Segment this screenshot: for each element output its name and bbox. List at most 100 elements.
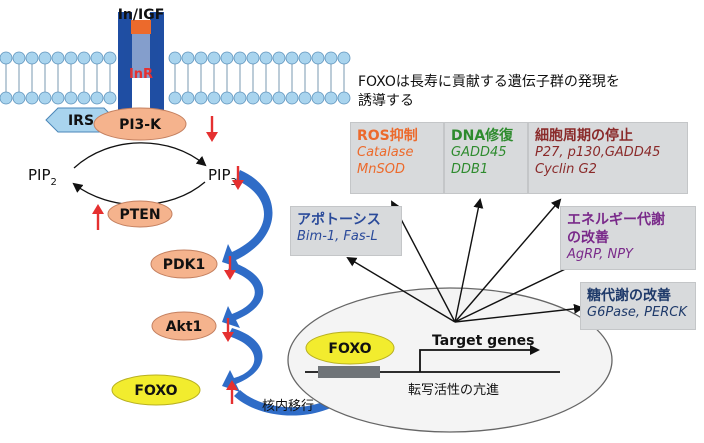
lipid-head: [168, 91, 182, 105]
lipid-head: [90, 51, 104, 65]
lipid-head: [272, 91, 286, 105]
glucose-title: 糖代謝の改善: [587, 288, 671, 304]
energy-title-2: の改善: [567, 230, 609, 247]
foxo-cytoplasm-node: FOXO: [111, 374, 201, 406]
box-apoptosis: アポトーシス Bim-1, Fas-L: [290, 206, 402, 256]
arrow-apoptosis: [346, 256, 456, 323]
flow-arrow-pip3-pdk1: [222, 170, 273, 268]
energy-title-1: エネルギー代謝: [567, 212, 665, 228]
foxo-nucleus-label: FOXO: [328, 341, 371, 357]
apoptosis-gene-1: Bim-1, Fas-L: [297, 229, 378, 245]
pip-cycle: PIP2 PIP3: [28, 142, 237, 206]
lipid-head: [311, 51, 325, 65]
lipid-head: [77, 91, 91, 105]
promoter-region: [318, 366, 380, 378]
dna-title: DNA修復: [451, 128, 514, 144]
pdk1-node: PDK1: [150, 249, 218, 279]
flow-arrow-pdk1-akt1: [222, 262, 264, 328]
lipid-head: [311, 91, 325, 105]
lipid-head: [181, 91, 195, 105]
glucose-gene-1: G6Pase, PERCK: [587, 305, 687, 321]
lipid-head: [207, 51, 221, 65]
lipid-head: [285, 51, 299, 65]
lipid-head: [181, 51, 195, 65]
lipid-head: [298, 91, 312, 105]
lipid-head: [168, 51, 182, 65]
lipid-head: [207, 91, 221, 105]
box-glucose: 糖代謝の改善 G6Pase, PERCK: [580, 282, 696, 330]
lipid-head: [259, 51, 273, 65]
lipid-head: [12, 91, 26, 105]
lipid-head: [103, 51, 117, 65]
lipid-head: [90, 91, 104, 105]
ros-title: ROS抑制: [357, 128, 418, 144]
headline-line-1: FOXOは長寿に貢献する遺伝子群の発現を: [358, 74, 620, 90]
lipid-head: [51, 91, 65, 105]
lipid-head: [25, 91, 39, 105]
apoptosis-title: アポトーシス: [297, 212, 381, 228]
lipid-head: [103, 91, 117, 105]
cell-membrane: [0, 51, 351, 105]
lipid-head: [337, 51, 351, 65]
receptor-label: InR: [129, 67, 153, 82]
pip3-label: PIP3: [208, 166, 237, 188]
ligand-label: In/IGF: [118, 7, 165, 23]
transcription-label: 転写活性の亢進: [408, 382, 499, 398]
cell-cycle-gene-2: Cyclin G2: [535, 162, 597, 178]
lipid-head: [12, 51, 26, 65]
regulation-arrows: [92, 116, 244, 404]
flow-arrow-akt1-foxo: [222, 328, 263, 392]
lipid-head: [298, 51, 312, 65]
lipid-head: [25, 51, 39, 65]
lipid-head: [324, 91, 338, 105]
target-arrows: [346, 198, 584, 323]
lipid-head: [220, 91, 234, 105]
pten-label: PTEN: [119, 207, 160, 223]
target-genes-label: Target genes: [432, 333, 535, 349]
lipid-head: [38, 91, 52, 105]
lipid-head: [337, 91, 351, 105]
box-cell-cycle: 細胞周期の停止 P27, p130,GADD45 Cyclin G2: [528, 122, 688, 194]
headline: FOXOは長寿に貢献する遺伝子群の発現を 誘導する: [358, 73, 658, 111]
ros-gene-2: MnSOD: [357, 162, 405, 178]
lipid-head: [64, 51, 78, 65]
box-dna-repair: DNA修復 GADD45 DDB1: [444, 122, 528, 194]
box-energy: エネルギー代謝 の改善 AgRP, NPY: [560, 206, 696, 270]
lipid-head: [246, 51, 260, 65]
cell-cycle-gene-1: P27, p130,GADD45: [535, 145, 661, 161]
lipid-head: [194, 51, 208, 65]
lipid-head: [0, 51, 13, 65]
lipid-head: [77, 51, 91, 65]
lipid-head: [0, 91, 13, 105]
dna-gene-1: GADD45: [451, 145, 507, 161]
ligand-block: [131, 20, 151, 34]
irs-label: IRS: [68, 113, 94, 129]
arrow-energy: [454, 260, 582, 323]
lipid-head: [272, 51, 286, 65]
lipid-head: [51, 51, 65, 65]
dna-gene-2: DDB1: [451, 162, 489, 178]
lipid-head: [194, 91, 208, 105]
translocation-label: 核内移行: [262, 398, 314, 414]
transcription-arrow: [419, 345, 540, 372]
headline-line-2: 誘導する: [358, 93, 414, 109]
arrow-ros: [391, 200, 456, 323]
lipid-head: [233, 51, 247, 65]
lipid-head: [285, 91, 299, 105]
lipid-head: [220, 51, 234, 65]
nucleus: FOXO Target genes 転写活性の亢進: [287, 287, 613, 433]
pdk1-label: PDK1: [163, 257, 205, 273]
pi3k-node: PI3-K: [93, 107, 187, 141]
pip2-label: PIP2: [28, 166, 57, 188]
lipid-head: [259, 91, 273, 105]
pi3k-label: PI3-K: [119, 117, 162, 133]
arrow-cell-cycle: [454, 198, 562, 323]
lipid-head: [324, 51, 338, 65]
cell-cycle-title: 細胞周期の停止: [535, 128, 633, 144]
energy-gene-1: AgRP, NPY: [567, 247, 633, 263]
lipid-head: [38, 51, 52, 65]
akt1-node: Akt1: [151, 311, 217, 341]
lipid-head: [64, 91, 78, 105]
